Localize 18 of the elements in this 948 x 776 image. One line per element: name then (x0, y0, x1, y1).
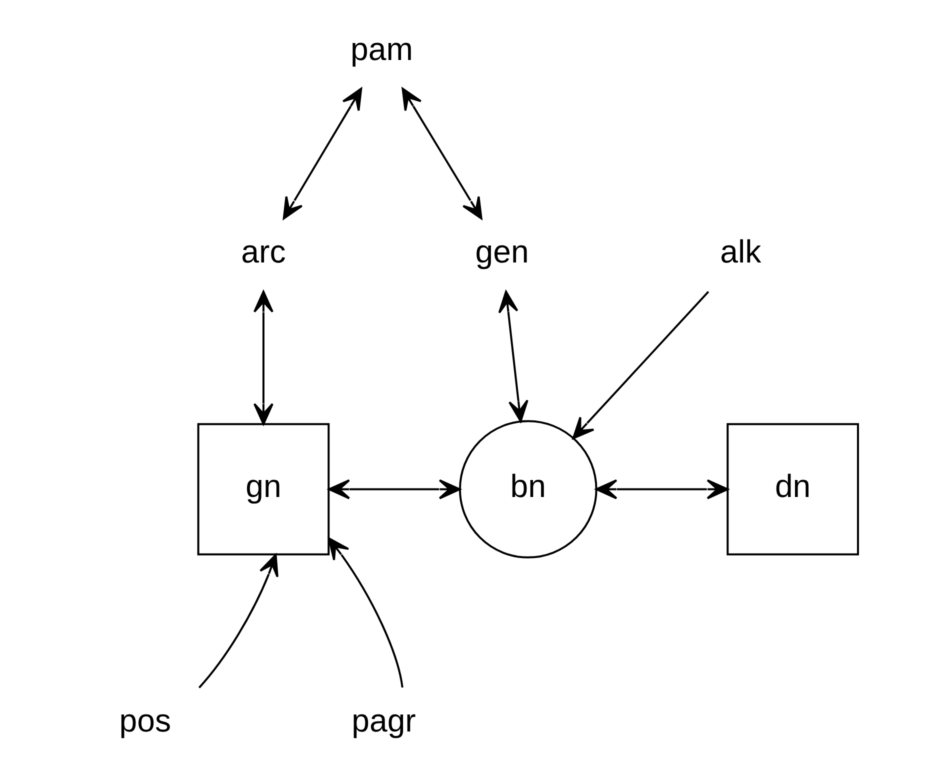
arrow (252, 290, 273, 425)
node-box: gn (196, 423, 330, 556)
arrow (572, 291, 709, 440)
arrow (328, 479, 460, 500)
arrow (328, 537, 403, 688)
node-text: pos (118, 702, 171, 738)
node-text: arc (240, 233, 286, 270)
arrow (282, 88, 362, 220)
arrow (401, 88, 482, 220)
node-circle: bn (458, 420, 597, 558)
node-text: gen (474, 233, 528, 270)
node-text: pam (350, 30, 412, 67)
node-text: alk (720, 233, 761, 270)
arrow (594, 479, 728, 500)
arrow (198, 554, 278, 688)
arrow (498, 290, 528, 422)
node-box: dn (726, 423, 858, 556)
node-text: pagr (351, 702, 416, 738)
